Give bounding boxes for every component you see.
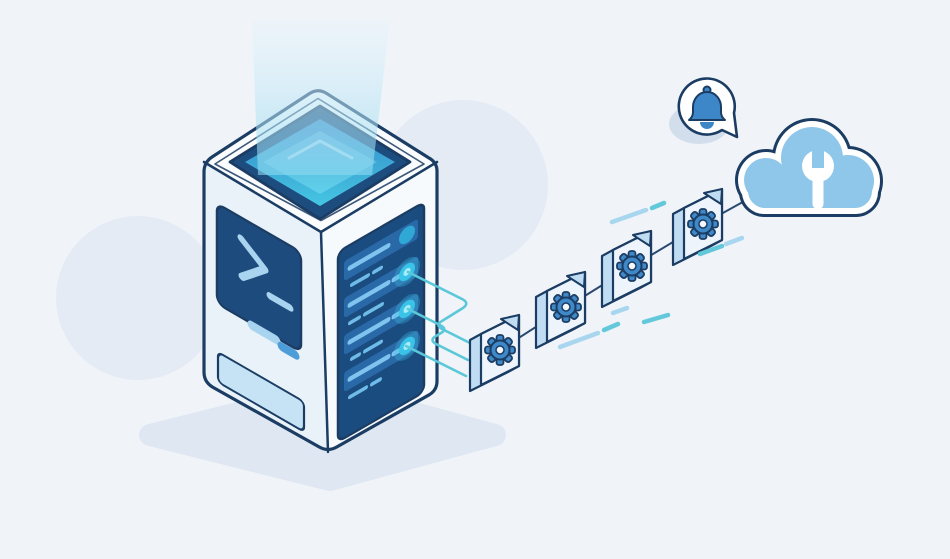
speed-dash xyxy=(697,243,725,257)
connector-path xyxy=(406,270,472,345)
bell-body xyxy=(688,91,726,121)
status-bar-light xyxy=(247,320,281,345)
notification-bubble xyxy=(669,77,739,144)
speed-dash xyxy=(641,312,671,325)
connector-path xyxy=(406,307,470,362)
rack-face xyxy=(336,203,426,441)
speed-dash xyxy=(610,305,630,316)
vent-slot xyxy=(216,352,306,431)
wrench-notch xyxy=(812,144,824,168)
speed-dash xyxy=(609,207,649,225)
terminal-prompt-icon xyxy=(237,234,269,281)
terminal-face xyxy=(215,205,306,431)
lid-inner-line xyxy=(214,97,425,222)
lid-edge-left xyxy=(202,160,323,234)
light-beam xyxy=(252,20,390,175)
bell-icon xyxy=(688,85,726,129)
speed-dashes xyxy=(557,200,745,350)
cloud-service xyxy=(735,118,883,217)
speed-dash xyxy=(557,330,601,350)
speed-dash xyxy=(601,321,621,333)
rack-gap-dashes xyxy=(348,265,384,400)
speed-dash xyxy=(723,235,745,247)
lid-edge-right xyxy=(319,160,439,234)
connector-path xyxy=(404,344,468,378)
bell-clapper xyxy=(700,122,714,129)
wrench-stem xyxy=(812,176,824,209)
server-connectors xyxy=(404,270,472,378)
status-bar-mid xyxy=(277,341,300,360)
background-circle-left xyxy=(56,216,220,380)
rack-row xyxy=(344,219,418,281)
speed-dash xyxy=(649,200,667,211)
tower-outline xyxy=(202,89,439,452)
front-corner-edge xyxy=(319,230,330,454)
terminal-underscore xyxy=(266,292,294,312)
wrench-icon xyxy=(802,144,834,209)
